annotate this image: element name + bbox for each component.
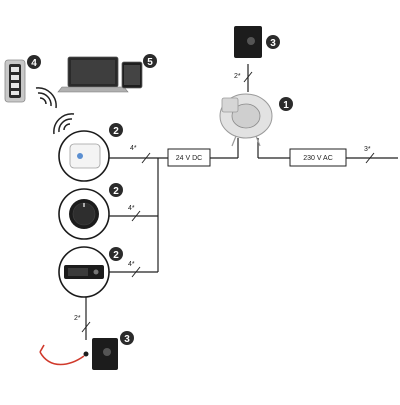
display-device [58, 246, 110, 298]
tablet-badge-number: 5 [147, 57, 153, 68]
wiring [85, 64, 398, 340]
remote-button-4 [11, 91, 19, 95]
fan-foot-right [255, 135, 261, 147]
thermostat-device [58, 130, 110, 182]
transformer-bottom-badge-number: 3 [124, 334, 130, 345]
slash-mains [365, 152, 375, 164]
wireless-arc-2 [37, 92, 52, 107]
thermostat-badge: 2 [109, 123, 123, 137]
display-badge-circle [109, 247, 123, 261]
slash-knob [131, 210, 141, 222]
fan-badge-number: 1 [283, 100, 289, 111]
knob-badge-circle [109, 183, 123, 197]
fan-outlet [221, 97, 239, 113]
knob-wire-label: 4* [128, 205, 135, 212]
fan-badge-circle [279, 97, 293, 111]
transformer-top-knob [247, 37, 255, 45]
display-screen [68, 268, 88, 276]
dc-supply-frame [167, 148, 211, 167]
transformer-bottom-badge-circle [120, 331, 134, 345]
remote-control [4, 59, 26, 103]
remote-badge: 4 [27, 55, 41, 69]
transformer-bottom-knob [103, 348, 111, 356]
fan-badge: 1 [279, 97, 293, 111]
laptop [57, 56, 129, 93]
transformer-bottom [92, 338, 118, 370]
sensor-wire-label: 2* [74, 315, 81, 322]
wireless-signal-icon-2 [53, 113, 75, 135]
slash-thermostat [141, 152, 151, 164]
transformer-top-badge-circle [266, 35, 280, 49]
tablet [121, 61, 143, 89]
tablet-badge-circle [143, 54, 157, 68]
thermostat-wire-label: 4* [130, 145, 137, 152]
wireless-arc-4 [63, 123, 71, 131]
knob-device [58, 188, 110, 240]
knob-badge-number: 2 [113, 186, 119, 197]
transformer-bottom-badge: 3 [120, 331, 134, 345]
temperature-sensor [39, 344, 89, 366]
transformer-top-wire-label: 2* [234, 73, 241, 80]
sensor-cable [39, 351, 85, 366]
transformer-top [234, 26, 262, 58]
tablet-screen [124, 65, 140, 85]
wire-slashes [81, 71, 375, 333]
thermostat-body [69, 143, 101, 169]
remote-badge-circle [27, 55, 41, 69]
wireless-arc-5 [58, 118, 73, 133]
knob-badge: 2 [109, 183, 123, 197]
slash-display [131, 266, 141, 278]
sensor-cable-tip [39, 344, 45, 353]
display-badge: 2 [109, 247, 123, 261]
fan-unit [219, 93, 273, 147]
ac-supply-box: 230 V AC [289, 148, 347, 167]
display-wire-label: 4* [128, 261, 135, 268]
sensor-probe [83, 351, 89, 357]
transformer-top-badge-number: 3 [270, 38, 276, 49]
fan-foot-left [231, 135, 237, 147]
tablet-badge: 5 [143, 54, 157, 68]
fan-inlet [231, 103, 261, 129]
remote-button-1 [11, 67, 19, 72]
slash-sensor [81, 321, 91, 333]
display-badge-number: 2 [113, 250, 119, 261]
wireless-signal-icon [35, 87, 57, 109]
wireless-arc-6 [53, 113, 75, 135]
remote-badge-number: 4 [31, 58, 37, 69]
remote-button-2 [11, 75, 19, 80]
ac-supply-frame [289, 148, 347, 167]
remote-button-3 [11, 83, 19, 88]
laptop-base [57, 86, 129, 93]
ac-supply-label: 230 V AC [303, 155, 333, 162]
display-button [93, 269, 99, 275]
thermostat-badge-circle [109, 123, 123, 137]
remote-face [9, 64, 21, 98]
transformer-top-badge: 3 [266, 35, 280, 49]
dc-supply-label: 24 V DC [176, 155, 202, 162]
thermostat-badge-number: 2 [113, 126, 119, 137]
wireless-arc-3 [35, 87, 57, 109]
slash-transformer-top [243, 71, 253, 83]
wireless-arc-1 [39, 97, 47, 105]
laptop-display [71, 60, 115, 84]
thermostat-led [77, 153, 83, 159]
dc-supply-box: 24 V DC [167, 148, 211, 167]
mains-wire-label: 3* [364, 146, 371, 153]
